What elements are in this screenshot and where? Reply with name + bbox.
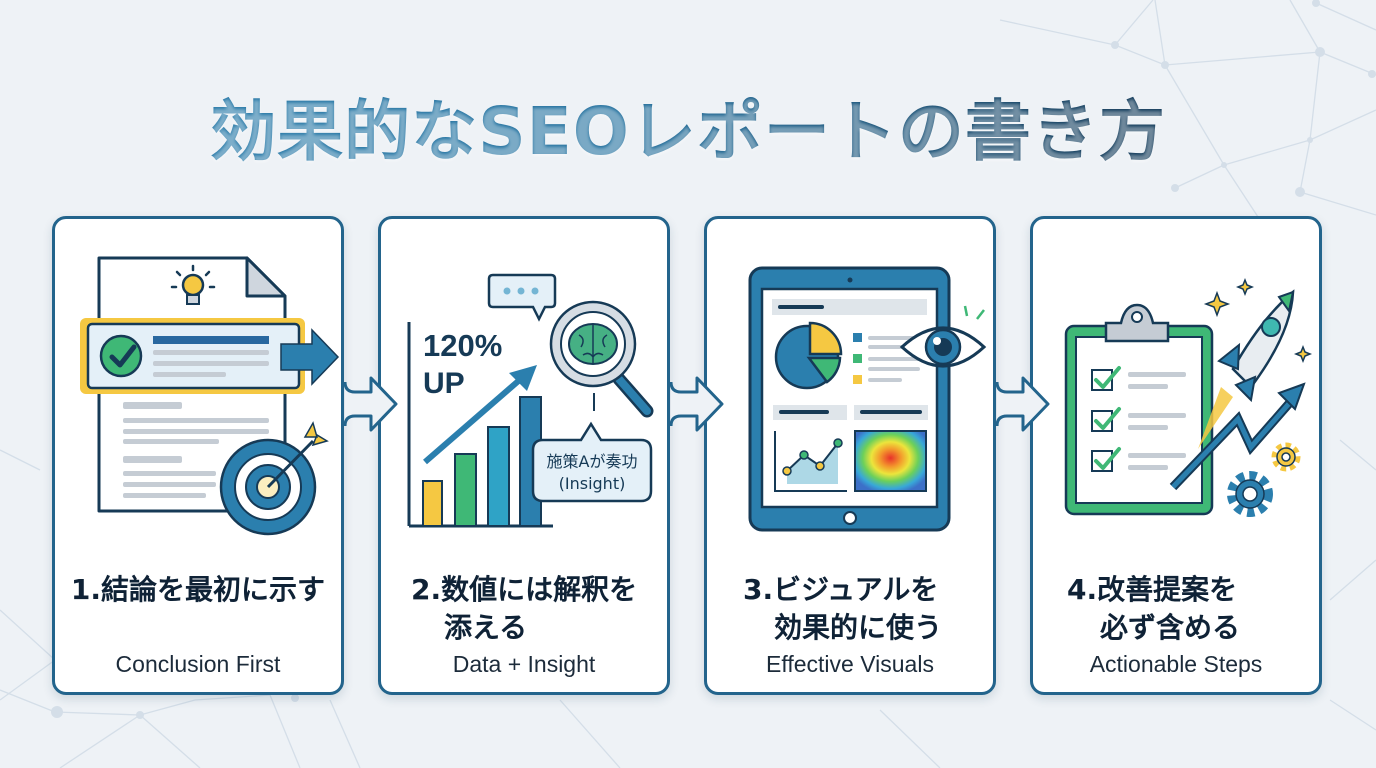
conclusion-illustration: [80, 256, 340, 536]
eye-icon: [899, 305, 987, 368]
step-2-title-en: Data + Insight: [452, 651, 596, 677]
gear-icon: [1227, 442, 1301, 517]
bar-chart-icon: [407, 322, 553, 528]
target-icon: [219, 421, 329, 536]
rocket-icon: [1198, 289, 1295, 449]
step-1-title-jp: 1.結論を最初に示す: [70, 573, 326, 606]
heatmap-icon: [854, 430, 927, 492]
arrow-right-icon: [280, 328, 340, 386]
highlight-summary-box: [80, 318, 305, 394]
growth-label-percent: 120%: [423, 328, 502, 363]
line-chart-icon: [774, 431, 847, 492]
step-card-data-insight: 120% UP 施策Aが奏功 (Insight) 2.数値には解釈を 添える D…: [378, 216, 670, 695]
step-2-title-jp: 2.数値には解釈を 添える: [411, 573, 638, 644]
chevron-right-icon: [995, 376, 1050, 432]
growth-label-up: UP: [423, 367, 465, 400]
actionable-illustration: [1064, 277, 1313, 517]
step-3-title-en: Effective Visuals: [766, 651, 934, 677]
step-1-title-en: Conclusion First: [115, 651, 281, 677]
step-3-title-jp: 3.ビジュアルを 効果的に使う: [743, 573, 943, 644]
step-card-actionable-steps: 4.改善提案を 必ず含める Actionable Steps: [1030, 216, 1322, 695]
chevron-right-icon: [343, 376, 398, 432]
magnifier-brain-icon: [549, 300, 654, 418]
callout-text-en: (Insight): [559, 474, 626, 493]
body-text-lines: [123, 402, 269, 498]
visuals-illustration: [748, 266, 987, 532]
insight-callout: 施策Aが奏功 (Insight): [531, 421, 653, 503]
sparkle-icon: [1203, 277, 1313, 364]
step-card-effective-visuals: 3.ビジュアルを 効果的に使う Effective Visuals: [704, 216, 996, 695]
step-card-conclusion-first: 1.結論を最初に示す Conclusion First: [52, 216, 344, 695]
data-insight-illustration: 120% UP 施策Aが奏功 (Insight): [407, 273, 654, 528]
step-4-title-en: Actionable Steps: [1089, 651, 1263, 677]
growth-arrow-icon: [1169, 382, 1306, 491]
speech-bubble-icon: [487, 273, 557, 322]
step-4-title-jp: 4.改善提案を 必ず含める: [1067, 573, 1241, 644]
page-title: 効果的なSEOレポートの書き方: [0, 78, 1376, 174]
clipboard-checklist-icon: [1064, 303, 1214, 516]
trend-arrow-icon: [423, 365, 537, 465]
chevron-right-icon: [669, 376, 724, 432]
pie-chart-icon: [774, 321, 843, 390]
checkmark-icon: [99, 334, 143, 378]
lightbulb-icon: [170, 264, 216, 305]
callout-text-jp: 施策Aが奏功: [547, 452, 638, 471]
